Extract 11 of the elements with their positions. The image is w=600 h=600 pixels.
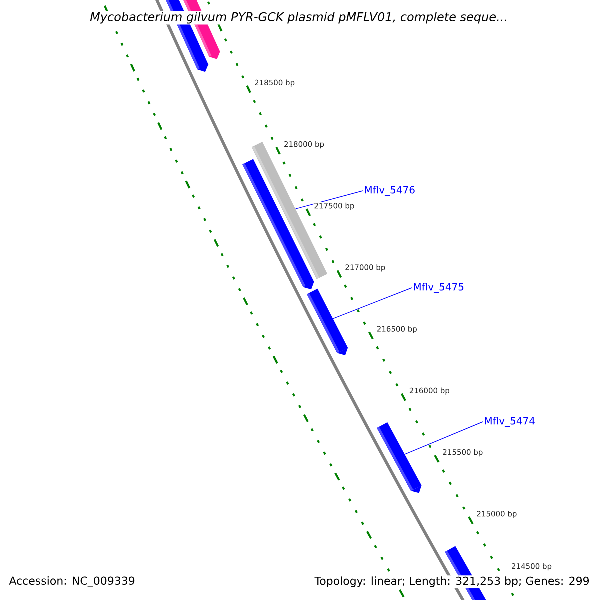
gene-label: Mflv_5475 bbox=[414, 283, 464, 293]
footer-text: Accession: NC_009339 bbox=[8, 576, 136, 588]
gene-label: Mflv_5476 bbox=[365, 186, 415, 196]
leader-line bbox=[333, 288, 412, 320]
gene-arrow bbox=[377, 422, 422, 494]
leader-line bbox=[404, 422, 484, 455]
gene-label: Mflv_5474 bbox=[485, 417, 535, 427]
leader-line bbox=[295, 190, 364, 210]
title: Mycobacterium gilvum PYR-GCK plasmid pMFLV01, complete seque... bbox=[89, 11, 509, 25]
gene-arrow bbox=[307, 288, 348, 356]
footer-text: Topology: linear; Length: 321,253 bp; Genes: 299 bbox=[314, 576, 591, 588]
